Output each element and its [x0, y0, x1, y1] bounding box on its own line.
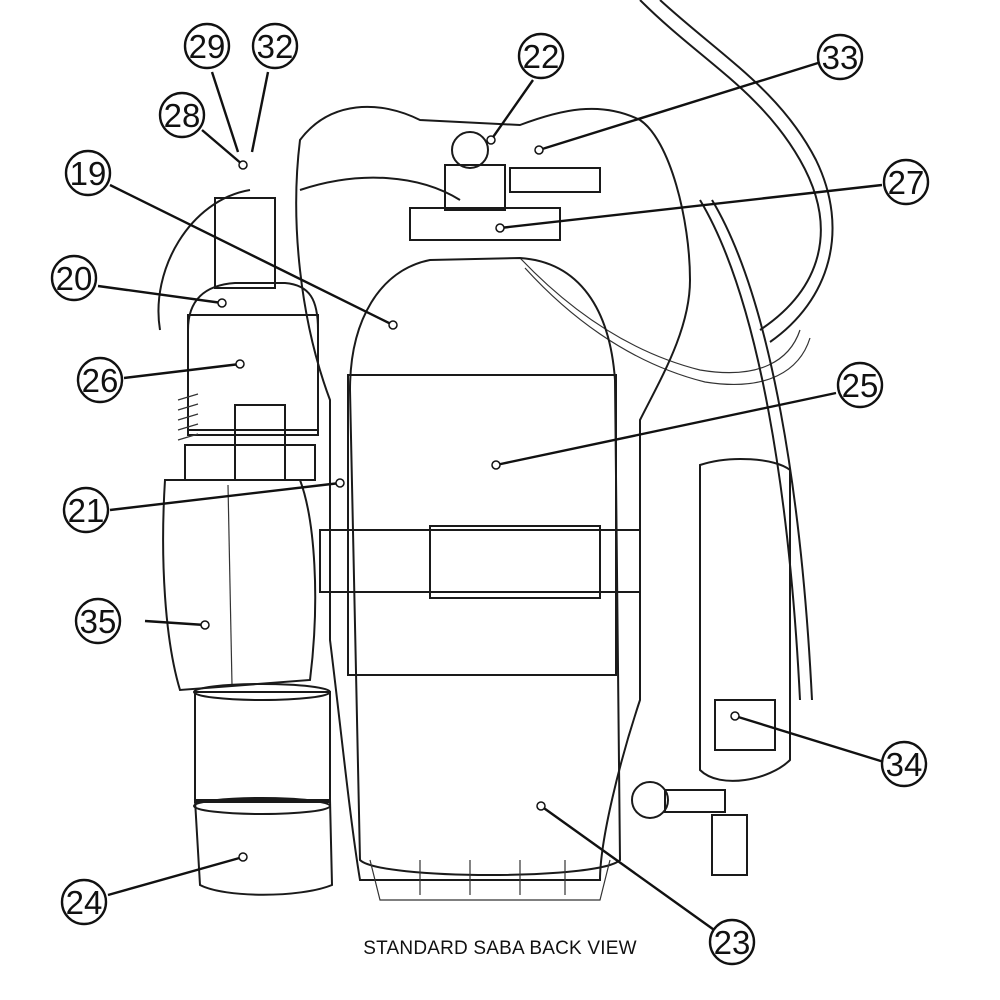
callout-28: 28 [158, 91, 206, 139]
callout-22-label: 22 [523, 38, 560, 75]
leader-dots [200, 135, 740, 862]
callout-33-label: 33 [822, 39, 859, 76]
callout-27-label: 27 [888, 164, 925, 201]
main-cylinder [348, 256, 622, 876]
callout-21-label: 21 [68, 492, 105, 529]
leader-24 [107, 855, 244, 897]
callout-24: 24 [60, 878, 108, 926]
callout-26: 26 [76, 356, 124, 404]
leader-33 [538, 61, 819, 152]
leader-35 [144, 619, 206, 627]
leader-lines [97, 61, 885, 933]
leader-29 [210, 71, 240, 153]
callout-22: 22 [517, 32, 565, 80]
callout-28-label: 28 [164, 97, 201, 134]
leader-21 [109, 481, 341, 512]
right-pack [699, 457, 791, 782]
lower-canister [193, 799, 334, 896]
leader-20 [97, 284, 223, 305]
leader-26 [123, 362, 241, 380]
leader-19 [109, 183, 394, 327]
main-cylinder-mesh [347, 374, 617, 676]
callouts: 19 20 21 22 23 24 25 26 [50, 22, 930, 966]
callout-26-label: 26 [82, 362, 119, 399]
callout-29-label: 29 [189, 28, 226, 65]
callout-23: 23 [708, 918, 756, 966]
leader-28 [201, 129, 244, 166]
figure-caption: STANDARD SABA BACK VIEW [363, 938, 637, 959]
callout-35-label: 35 [80, 603, 117, 640]
leader-27 [499, 183, 883, 230]
leader-23 [540, 805, 718, 933]
callout-19: 19 [64, 149, 112, 197]
callout-33: 33 [816, 33, 864, 81]
callout-20-label: 20 [56, 260, 93, 297]
callout-34-label: 34 [886, 746, 923, 783]
leader-34 [734, 714, 885, 764]
back-plate [295, 105, 692, 881]
callout-27: 27 [882, 158, 930, 206]
callout-21: 21 [62, 486, 110, 534]
leader-22 [490, 79, 534, 141]
callout-19-label: 19 [70, 155, 107, 192]
callout-35: 35 [74, 597, 122, 645]
lower-canister-mesh [194, 691, 331, 803]
illustration [157, 0, 834, 901]
side-pouch [162, 479, 317, 692]
callout-23-label: 23 [714, 924, 751, 961]
callout-32: 32 [251, 22, 299, 70]
leader-32 [250, 71, 270, 153]
callout-32-label: 32 [257, 28, 294, 65]
callout-34: 34 [880, 740, 928, 788]
small-cylinder-mesh [187, 314, 319, 436]
callout-29: 29 [183, 22, 231, 70]
callout-24-label: 24 [66, 884, 103, 921]
callout-25-label: 25 [842, 367, 879, 404]
callout-20: 20 [50, 254, 98, 302]
callout-25: 25 [836, 361, 884, 409]
leader-25 [495, 391, 837, 467]
small-cylinder [187, 282, 319, 431]
